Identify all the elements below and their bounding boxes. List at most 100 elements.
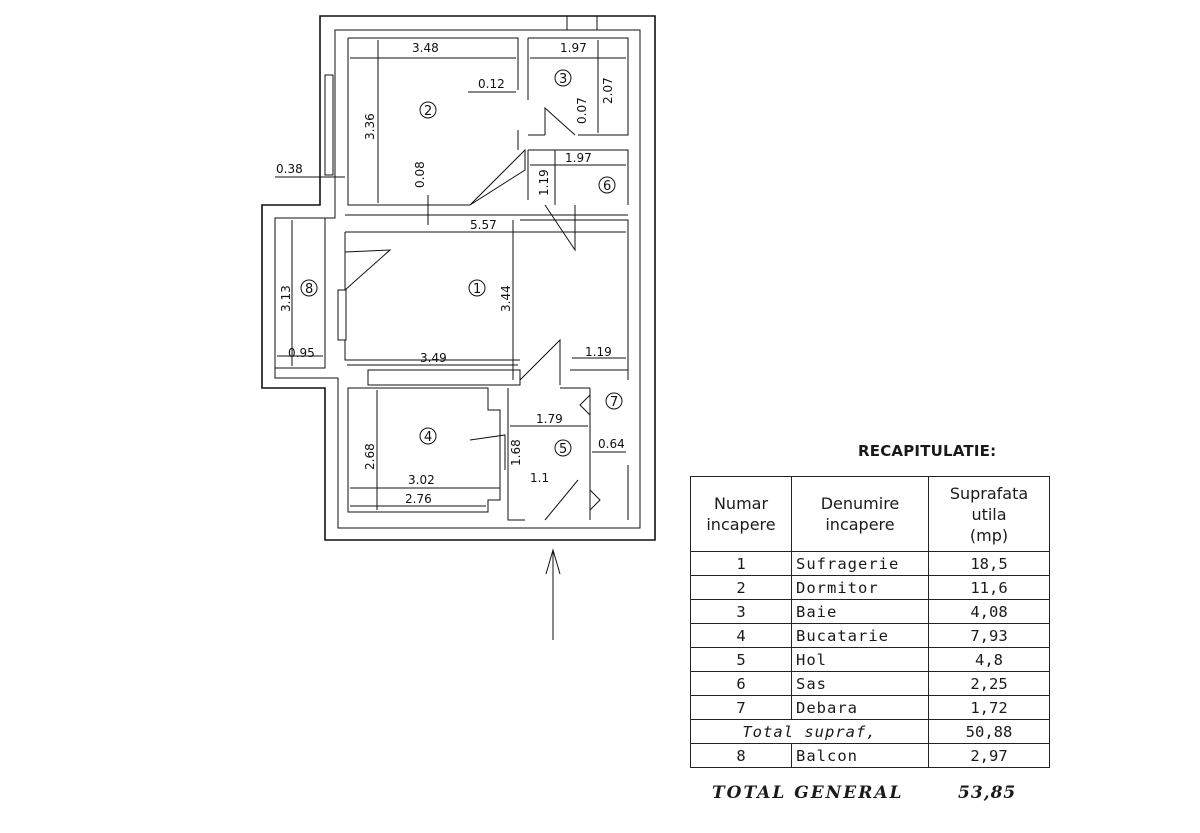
cell-area: 18,5 — [928, 551, 1050, 576]
header-line: utila — [971, 504, 1007, 524]
table-header-row: Numar incapere Denumire incapere Suprafa… — [690, 476, 1050, 552]
floor-plan: 3.48 1.97 0.12 0.07 2.07 3.36 0.08 1.97 … — [261, 15, 656, 640]
dim-label: 3.02 — [408, 473, 435, 487]
total-label: Total supraf, — [690, 719, 929, 744]
dim-label: 3.49 — [420, 351, 447, 365]
vent — [566, 15, 598, 31]
header-line: Suprafata — [949, 483, 1029, 503]
room-marker-8: 8 — [300, 279, 318, 297]
dim-label: 0.64 — [598, 437, 625, 451]
door-swing — [544, 204, 576, 252]
cell-name: Sas — [791, 671, 929, 696]
cell-name: Dormitor — [791, 575, 929, 600]
window — [324, 74, 334, 176]
dim-label: 2.68 — [363, 443, 377, 470]
dim-label: 2.76 — [405, 492, 432, 506]
cell-number: 8 — [690, 743, 792, 768]
header-room-name: Denumire incapere — [791, 476, 929, 552]
cell-area: 4,8 — [928, 647, 1050, 672]
room-marker-3: 3 — [554, 69, 572, 87]
dim-label: 1.19 — [585, 345, 612, 359]
room-marker-1: 1 — [468, 279, 486, 297]
dim-label: 1.97 — [565, 151, 592, 165]
dim-label: 1.79 — [536, 412, 563, 426]
cell-number: 1 — [690, 551, 792, 576]
dim-label: 3.44 — [499, 285, 513, 312]
door-swing — [469, 148, 526, 206]
room-number: 5 — [559, 442, 567, 457]
table-row: 7 Debara 1,72 — [690, 695, 1050, 720]
room-number: 2 — [424, 104, 432, 119]
room-marker-6: 6 — [598, 176, 616, 194]
room-number: 3 — [559, 72, 567, 87]
dim-label: 3.36 — [363, 113, 377, 140]
dim-label: 1.68 — [509, 439, 523, 466]
dim-label: 1.1 — [530, 471, 549, 485]
header-line: incapere — [825, 515, 895, 534]
cell-number: 5 — [690, 647, 792, 672]
room-number: 6 — [603, 179, 611, 194]
cell-area: 2,25 — [928, 671, 1050, 696]
room-4-outline — [347, 387, 501, 513]
room-number: 4 — [424, 430, 432, 445]
door-swing — [344, 249, 392, 291]
room-3-outline — [527, 37, 629, 136]
cell-name: Baie — [791, 599, 929, 624]
cell-area: 7,93 — [928, 623, 1050, 648]
cell-number: 7 — [690, 695, 792, 720]
up-arrow-icon — [545, 548, 561, 640]
cell-name: Debara — [791, 695, 929, 720]
cell-number: 4 — [690, 623, 792, 648]
room-2-outline — [347, 37, 519, 206]
table-row: 8 Balcon 2,97 — [690, 743, 1050, 768]
total-area: 50,88 — [928, 719, 1050, 744]
dim-label: 2.07 — [601, 77, 615, 104]
dim-label: 1.97 — [560, 41, 587, 55]
cell-name: Sufragerie — [791, 551, 929, 576]
dim-label: 5.57 — [470, 218, 497, 232]
grand-total-label: TOTAL GENERAL — [712, 783, 904, 803]
cell-name: Hol — [791, 647, 929, 672]
dim-label: 1.19 — [537, 169, 551, 196]
table-row: 1 Sufragerie 18,5 — [690, 551, 1050, 576]
cell-area: 11,6 — [928, 575, 1050, 600]
door-swing — [519, 338, 561, 385]
room-8-outline — [274, 217, 326, 369]
dim-label: 0.95 — [288, 346, 315, 360]
cell-number: 6 — [690, 671, 792, 696]
header-room-area: Suprafata utila (mp) — [928, 476, 1050, 552]
wall-line — [367, 369, 521, 386]
cell-name: Bucatarie — [791, 623, 929, 648]
table-row: 5 Hol 4,8 — [690, 647, 1050, 672]
room-number: 1 — [473, 282, 481, 297]
recap-table: Numar incapere Denumire incapere Suprafa… — [690, 476, 1050, 768]
room-number: 8 — [305, 282, 313, 297]
door-swing — [469, 434, 506, 470]
table-row: 4 Bucatarie 7,93 — [690, 623, 1050, 648]
header-line: (mp) — [969, 525, 1009, 545]
dim-label: 0.12 — [478, 77, 505, 91]
table-row: 3 Baie 4,08 — [690, 599, 1050, 624]
dim-label: 0.38 — [276, 162, 303, 176]
room-marker-5: 5 — [554, 439, 572, 457]
cell-number: 2 — [690, 575, 792, 600]
cell-area: 1,72 — [928, 695, 1050, 720]
header-line: Denumire — [820, 494, 900, 513]
room-marker-2: 2 — [419, 101, 437, 119]
room-5-outline — [507, 387, 591, 521]
cell-area: 4,08 — [928, 599, 1050, 624]
cell-area: 2,97 — [928, 743, 1050, 768]
recap-title: RECAPITULATIE: — [858, 442, 997, 460]
room-7-outline — [570, 369, 629, 520]
outer-wall — [261, 15, 656, 541]
total-row: Total supraf, 50,88 — [690, 719, 1050, 744]
window — [337, 289, 347, 341]
room-marker-4: 4 — [419, 427, 437, 445]
table-row: 6 Sas 2,25 — [690, 671, 1050, 696]
cell-name: Balcon — [791, 743, 929, 768]
dim-label: 3.13 — [279, 285, 293, 312]
header-line: Numar — [713, 494, 769, 513]
cell-number: 3 — [690, 599, 792, 624]
room-marker-7: 7 — [605, 392, 623, 410]
dim-label: 0.07 — [575, 97, 589, 124]
